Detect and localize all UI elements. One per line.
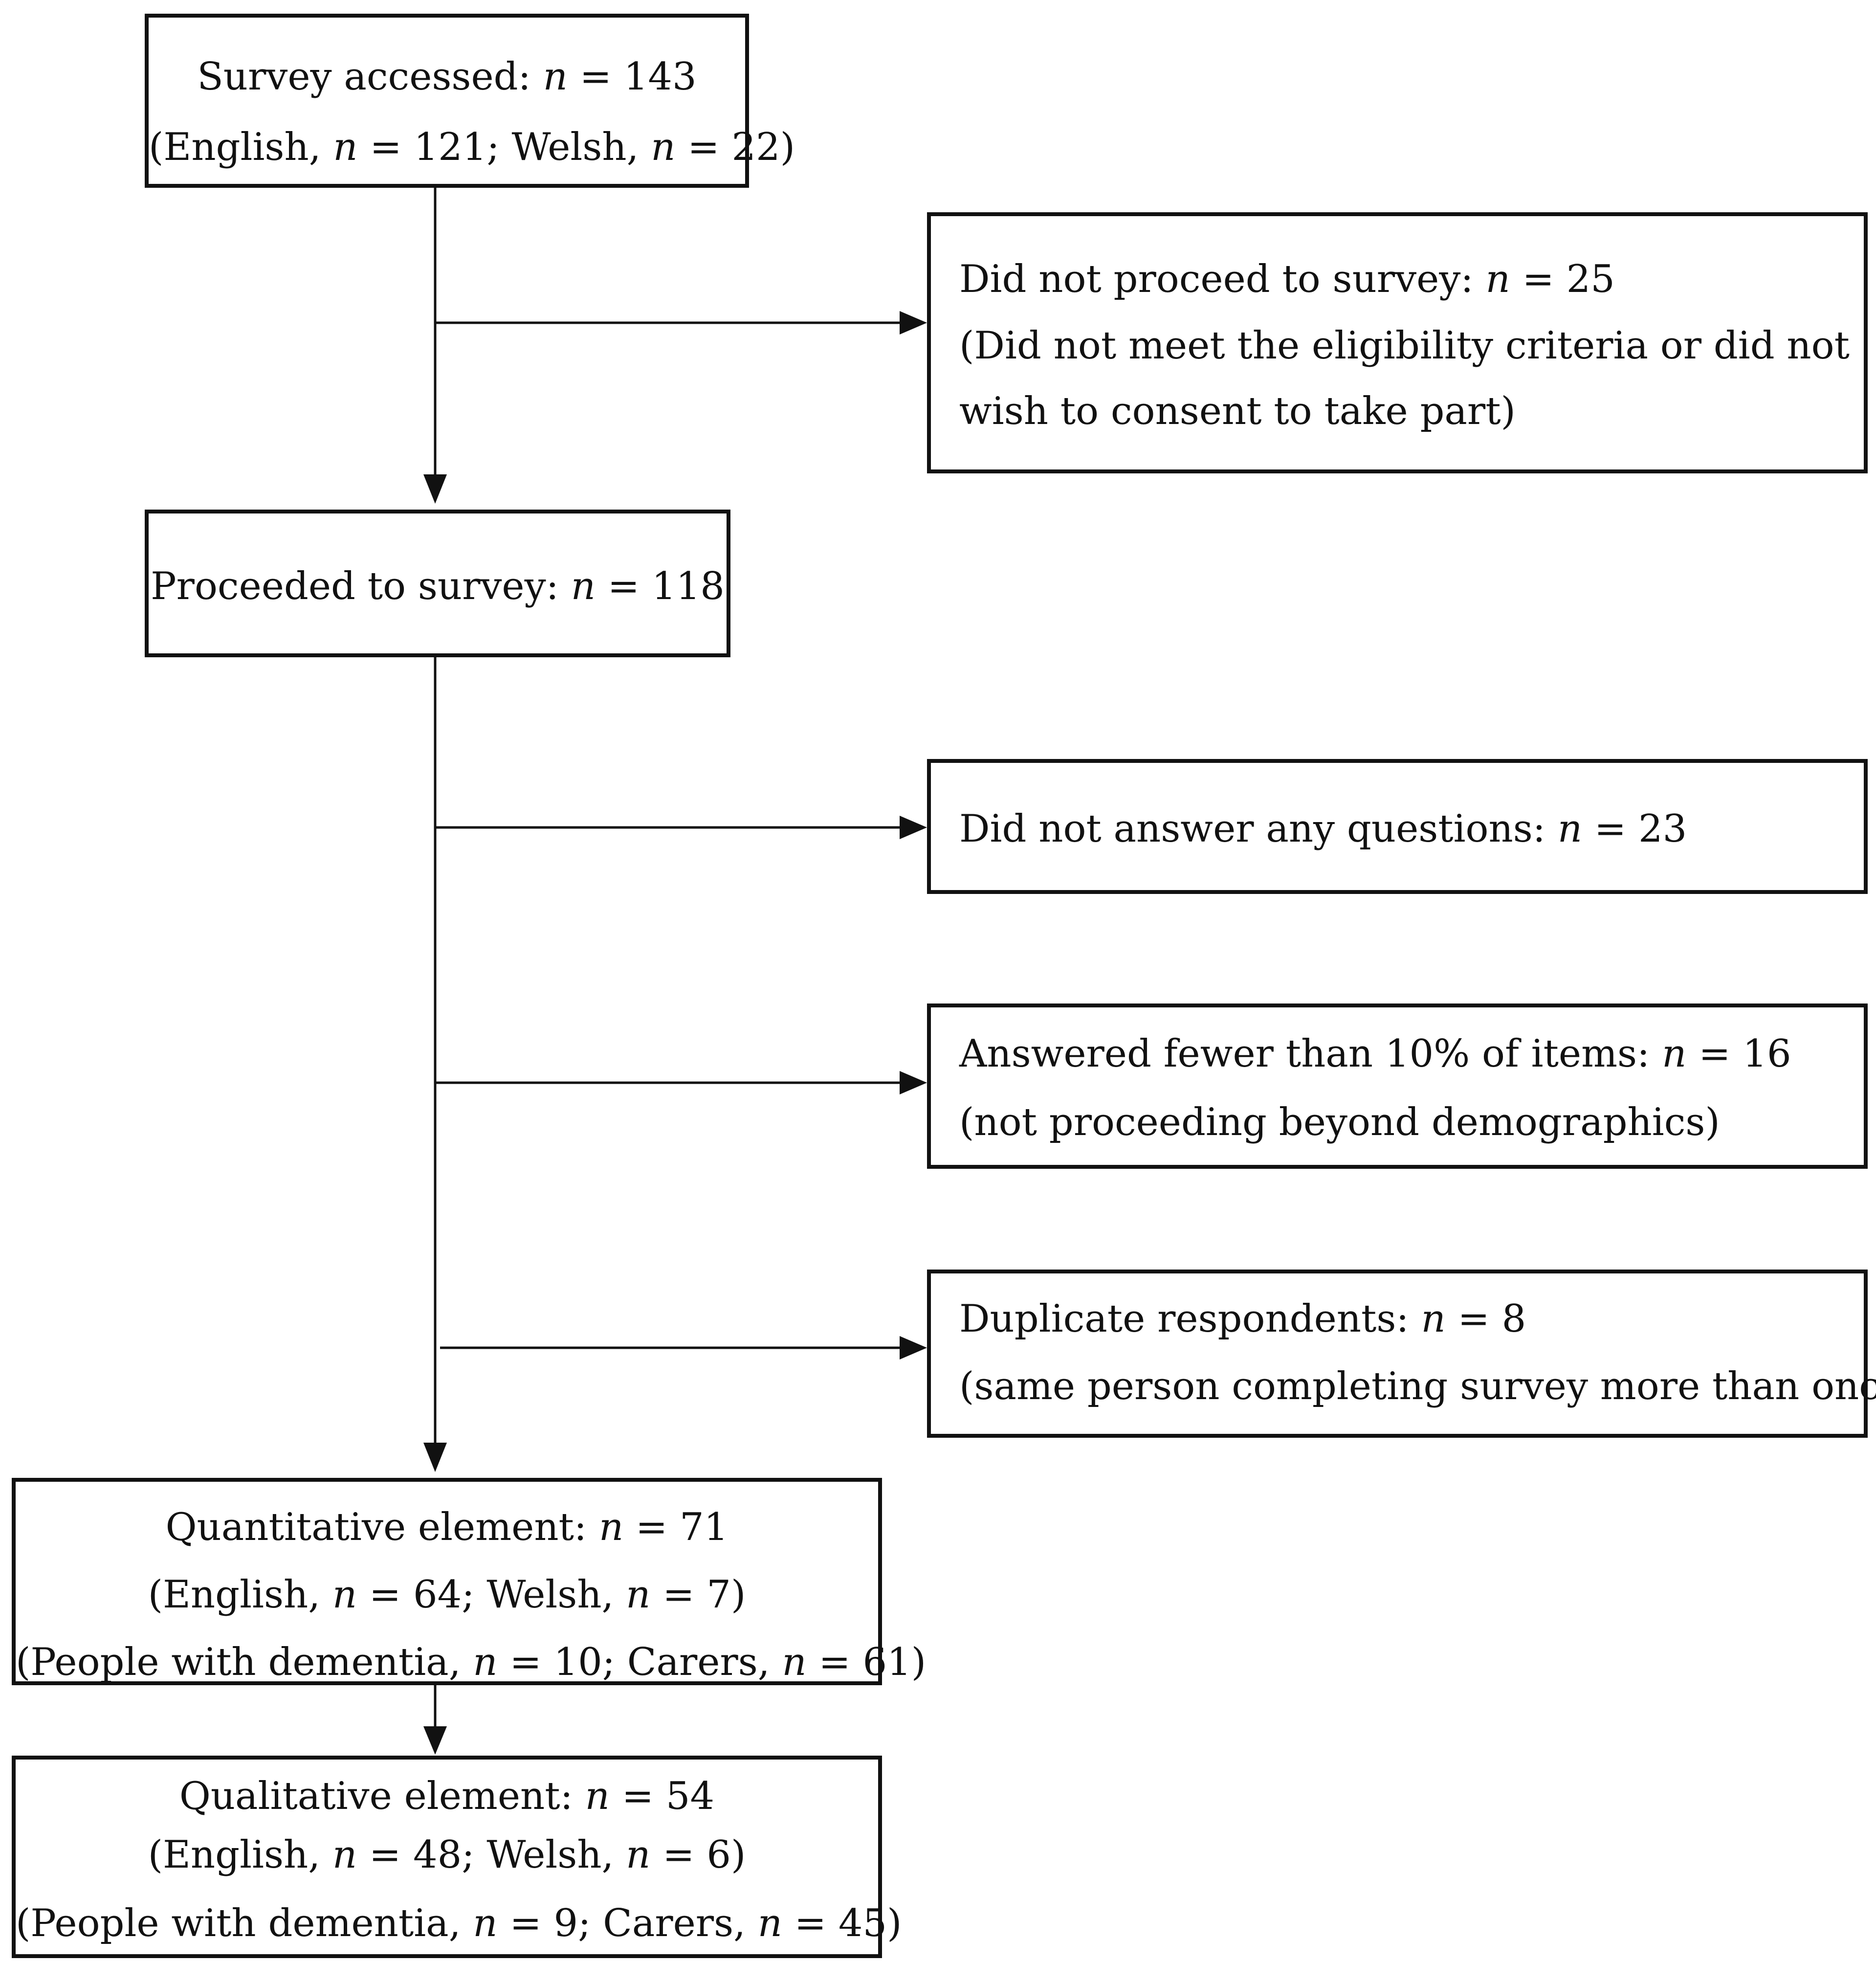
people-with-dementia-label: (People with dementia, (16, 1901, 461, 1945)
n-symbol: n (626, 1573, 651, 1617)
survey-accessed-label: Survey accessed: (197, 55, 531, 99)
n-symbol: n (585, 1774, 610, 1818)
arrowhead-down-proceeded (423, 474, 447, 504)
quantitative-element-box: Quantitative element: n = 71 (English, n… (12, 1478, 926, 1685)
people-with-dementia-label: (People with dementia, (16, 1640, 461, 1684)
quantitative-respondent-split: (People with dementia, n = 10; Carers, n… (16, 1640, 926, 1684)
carers-value: = 45) (794, 1901, 902, 1945)
welsh-value: = 7) (662, 1573, 746, 1617)
arrowhead-down-quantitative (423, 1443, 447, 1472)
duplicate-respondents-box: Duplicate respondents: n = 8 (same perso… (927, 1270, 1876, 1438)
did-not-proceed-reason-line1: (Did not meet the eligibility criteria o… (959, 324, 1850, 368)
english-label: (English, (148, 1833, 321, 1877)
n-symbol: n (598, 1505, 624, 1549)
n-symbol: n (571, 564, 596, 608)
did-not-proceed-reason-line2: wish to consent to take part) (959, 389, 1516, 433)
n-symbol: n (1485, 257, 1510, 301)
did-not-proceed-box: Did not proceed to survey: n = 25 (Did n… (927, 212, 1868, 473)
qualitative-count: Qualitative element: n = 54 (16, 1777, 878, 1815)
quantitative-count: Quantitative element: n = 71 (16, 1508, 878, 1546)
survey-accessed-value: = 143 (579, 55, 697, 99)
answered-fewer-reason: (not proceeding beyond demographics) (959, 1100, 1720, 1144)
english-value-welsh-label: = 64; Welsh, (369, 1573, 614, 1617)
n-symbol: n (626, 1833, 651, 1877)
welsh-value: = 6) (662, 1833, 746, 1877)
did-not-answer-label: Did not answer any questions: (959, 807, 1546, 851)
did-not-answer-box: Did not answer any questions: n = 23 (927, 759, 1868, 894)
proceeded-label: Proceeded to survey: (151, 564, 559, 608)
answered-fewer-label: Answered fewer than 10% of items: (959, 1032, 1650, 1076)
arrowhead-right-not-proceed (900, 311, 927, 334)
duplicate-respondents-count: Duplicate respondents: n = 8 (959, 1300, 1526, 1338)
did-not-proceed-label: Did not proceed to survey: (959, 257, 1474, 301)
n-symbol: n (333, 125, 358, 169)
english-label: (English, (149, 125, 321, 169)
english-value-welsh-label: = 48; Welsh, (369, 1833, 614, 1877)
quantitative-label: Quantitative element: (165, 1505, 587, 1549)
did-not-answer-count: Did not answer any questions: n = 23 (959, 810, 1687, 848)
duplicate-respondents-value: = 8 (1457, 1297, 1526, 1341)
survey-accessed-count: Survey accessed: n = 143 (149, 58, 745, 96)
duplicate-respondents-label: Duplicate respondents: (959, 1297, 1409, 1341)
answered-fewer-count: Answered fewer than 10% of items: n = 16 (959, 1035, 1791, 1073)
n-symbol: n (782, 1640, 807, 1684)
did-not-proceed-count: Did not proceed to survey: n = 25 (959, 260, 1615, 298)
survey-accessed-box: Survey accessed: n = 143 (English, n = 1… (145, 14, 795, 188)
dementia-value-carers-label: = 10; Carers, (509, 1640, 770, 1684)
qualitative-respondent-split: (People with dementia, n = 9; Carers, n … (16, 1901, 902, 1945)
proceeded-count: Proceeded to survey: n = 118 (149, 567, 727, 605)
arrowhead-right-duplicate (900, 1336, 927, 1360)
duplicate-respondents-reason: (same person completing survey more than… (959, 1364, 1876, 1408)
n-symbol: n (473, 1640, 498, 1684)
survey-accessed-language-split: (English, n = 121; Welsh, n = 22) (149, 125, 795, 169)
arrowhead-right-fewer (900, 1071, 927, 1094)
n-symbol: n (757, 1901, 782, 1945)
english-label: (English, (148, 1573, 321, 1617)
n-symbol: n (1557, 807, 1583, 851)
proceeded-value: = 118 (607, 564, 725, 608)
n-symbol: n (332, 1573, 357, 1617)
did-not-proceed-value: = 25 (1522, 257, 1615, 301)
proceeded-box: Proceeded to survey: n = 118 (145, 510, 730, 657)
qualitative-value: = 54 (621, 1774, 715, 1818)
n-symbol: n (332, 1833, 357, 1877)
answered-fewer-box: Answered fewer than 10% of items: n = 16… (927, 1003, 1868, 1169)
answered-fewer-value: = 16 (1699, 1032, 1791, 1076)
arrowhead-down-qualitative (423, 1726, 447, 1755)
qualitative-element-box: Qualitative element: n = 54 (English, n … (12, 1756, 902, 1958)
n-symbol: n (651, 125, 676, 169)
qualitative-language-split: (English, n = 48; Welsh, n = 6) (16, 1836, 878, 1874)
arrowhead-right-no-answer (900, 816, 927, 839)
n-symbol: n (1421, 1297, 1446, 1341)
n-symbol: n (543, 55, 568, 99)
quantitative-value: = 71 (636, 1505, 728, 1549)
did-not-answer-value: = 23 (1594, 807, 1687, 851)
english-value-welsh-label: = 121; Welsh, (370, 125, 639, 169)
quantitative-language-split: (English, n = 64; Welsh, n = 7) (16, 1576, 878, 1614)
n-symbol: n (473, 1901, 498, 1945)
welsh-value: = 22) (687, 125, 795, 169)
carers-value: = 61) (818, 1640, 927, 1684)
n-symbol: n (1662, 1032, 1687, 1076)
qualitative-label: Qualitative element: (179, 1774, 573, 1818)
dementia-value-carers-label: = 9; Carers, (509, 1901, 746, 1945)
